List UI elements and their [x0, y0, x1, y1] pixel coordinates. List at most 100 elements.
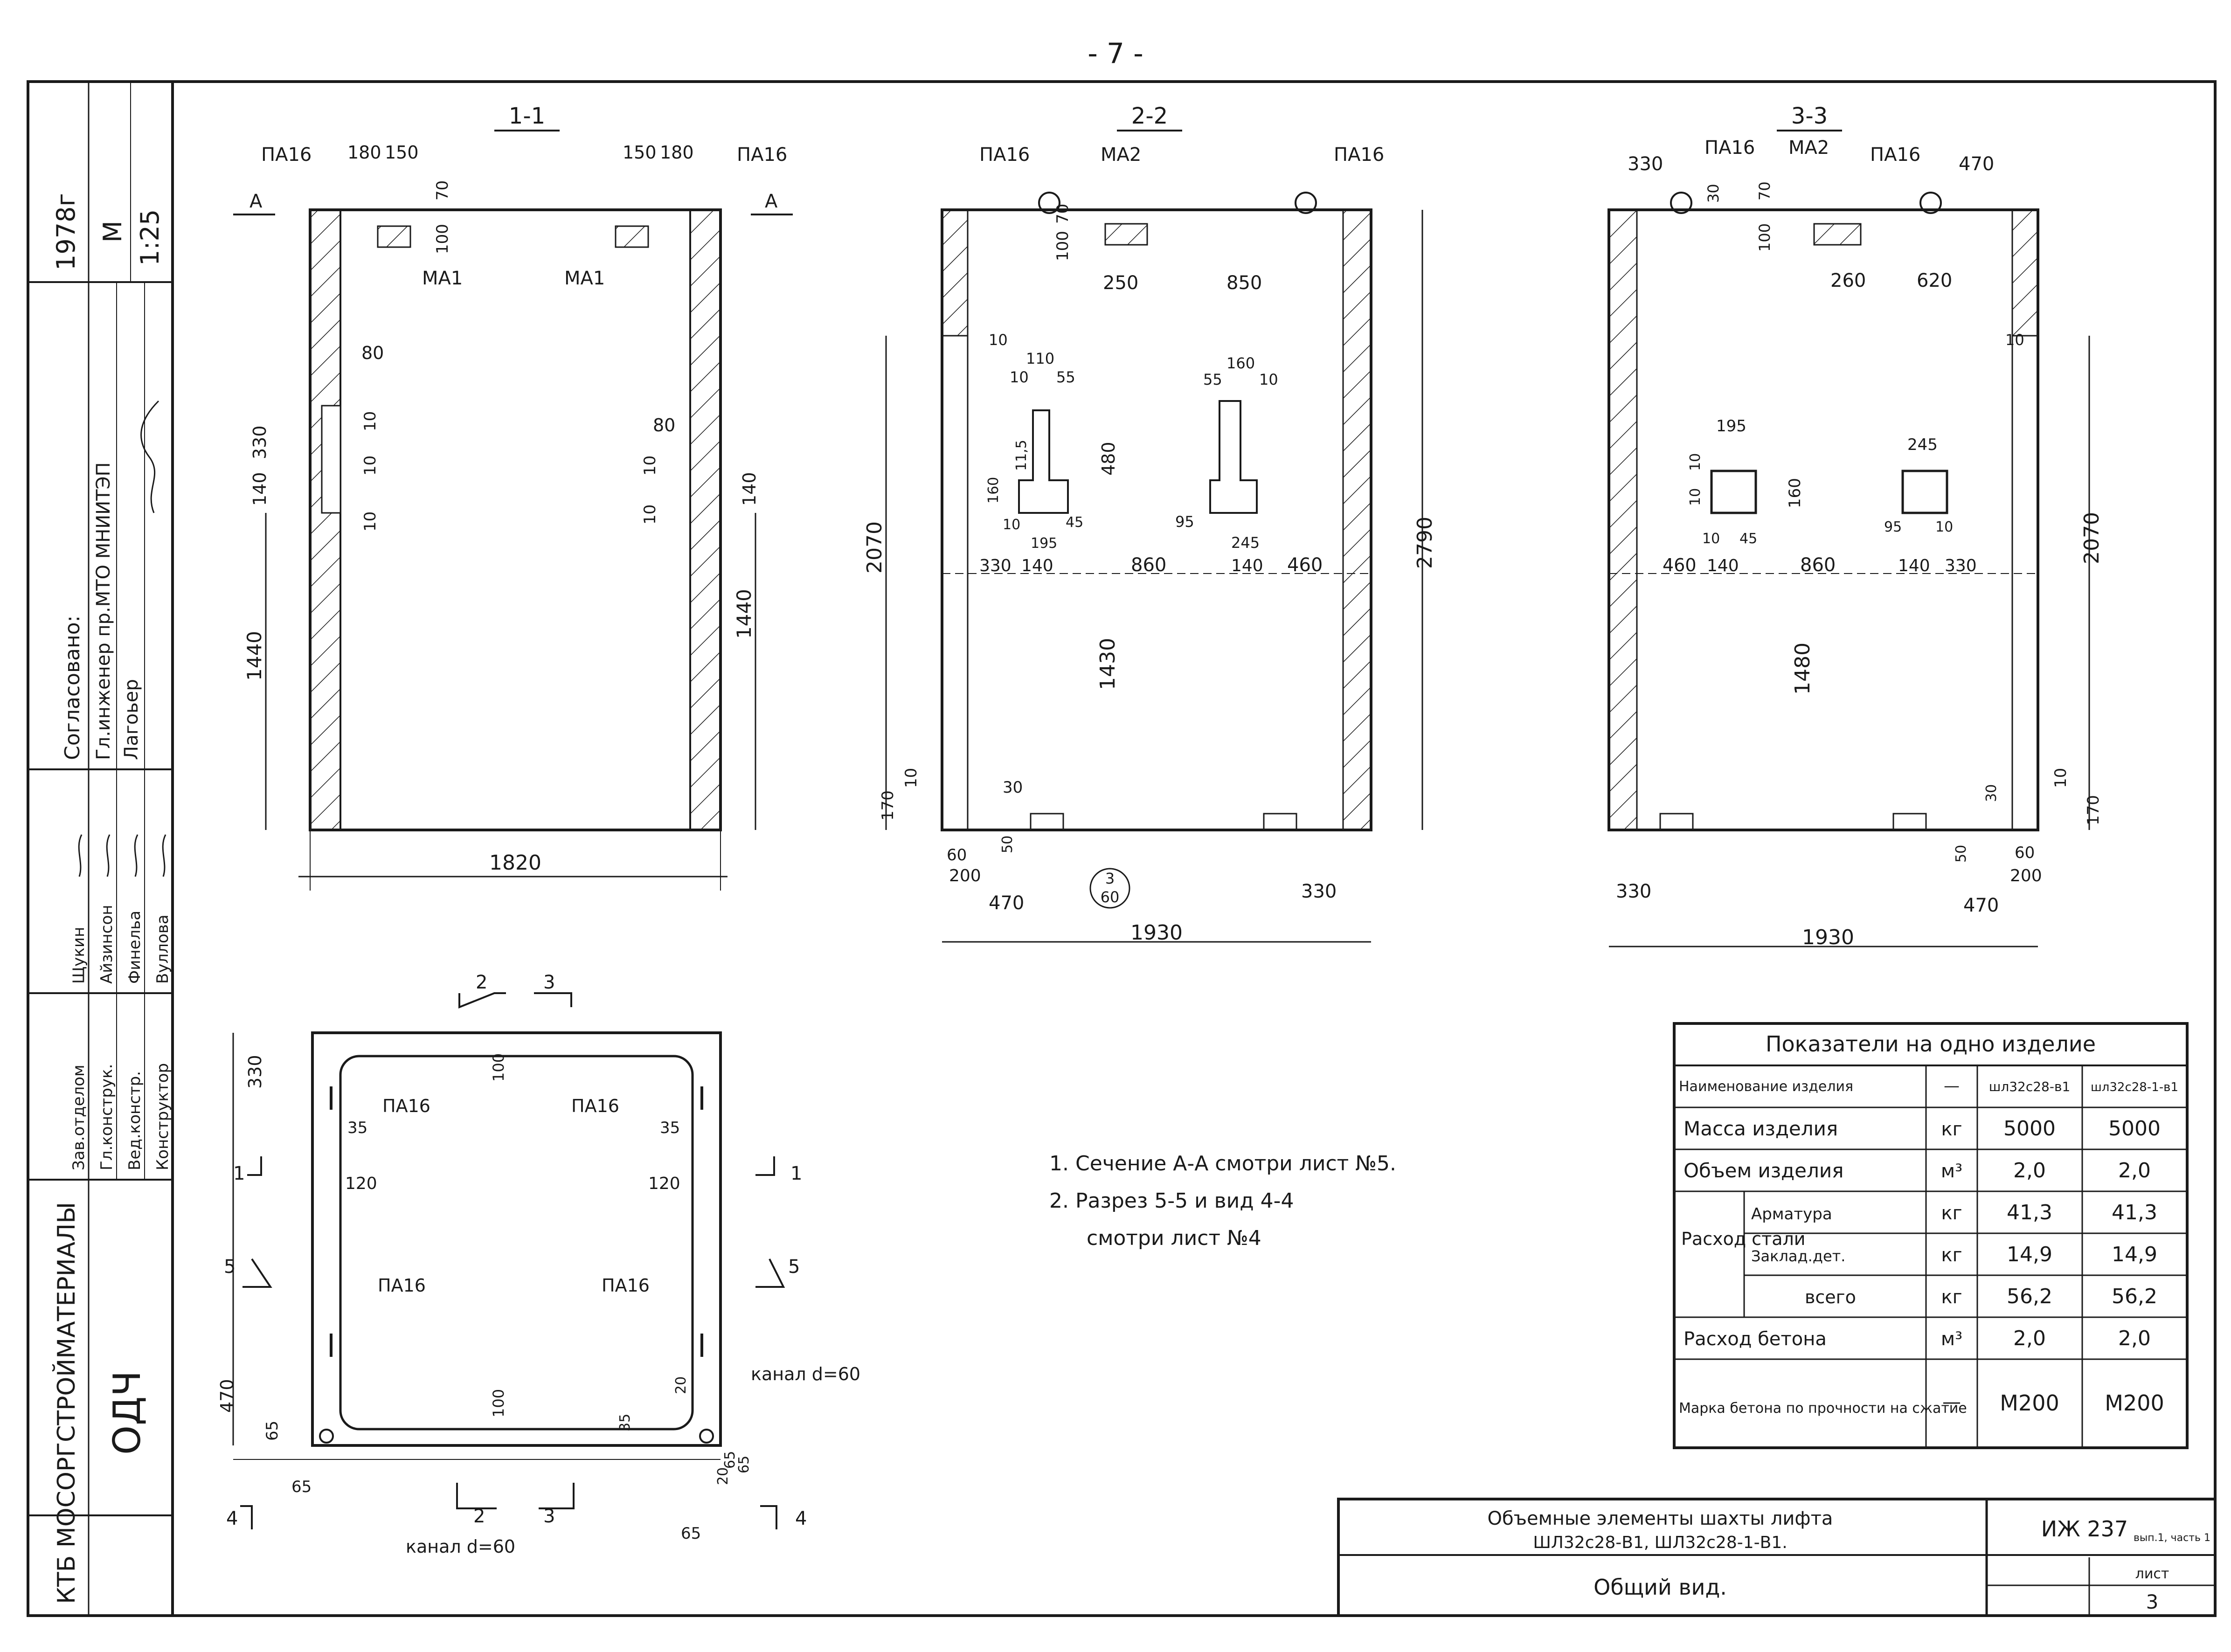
section-2-2-dim-330b: 330 — [1301, 881, 1337, 902]
plan-channel-left — [319, 1429, 334, 1444]
section-3-3-dim-95: 95 — [1884, 519, 1902, 535]
section-1-1-dim-10c: 10 — [361, 511, 380, 532]
plan-pa16-label-4: ПА16 — [602, 1275, 650, 1296]
section-3-3-channel-right — [1892, 813, 1927, 831]
section-2-2-dim-200: 200 — [949, 866, 981, 885]
stamp-role-3: Вед.констр. — [125, 1071, 144, 1170]
section-2-2-dim-330a: 330 — [979, 556, 1012, 575]
section-1-1-dim-80b: 80 — [653, 415, 675, 435]
section-2-2-dim-460: 460 — [1287, 554, 1323, 576]
plan-cut-mark-5-right: 5 — [788, 1256, 800, 1278]
title-sheet-label: лист — [2135, 1566, 2169, 1582]
section-3-3-dim-10a: 10 — [2005, 331, 2024, 349]
row-rebar-unit: кг — [1941, 1203, 1962, 1224]
section-1-1-opening-left — [321, 405, 341, 514]
notes: 1. Сечение А-А смотри лист №5. 2. Разрез… — [1049, 1152, 1396, 1250]
section-2-2-dim-170: 170 — [879, 790, 897, 821]
plan-inner-outline — [339, 1055, 694, 1431]
row-rebar-v2: 41,3 — [2112, 1201, 2157, 1224]
section-2-2-dim-10d: 10 — [1003, 517, 1020, 533]
row-name-label: Наименование изделия — [1679, 1078, 1853, 1095]
plan-pa16-label-2: ПА16 — [571, 1096, 619, 1116]
section-3-3-dim-160: 160 — [1786, 478, 1804, 508]
title-line-1: Объемные элементы шахты лифта — [1488, 1508, 1833, 1529]
section-2-2-dim-250: 250 — [1103, 272, 1138, 294]
section-3-3-dim-140b: 140 — [1898, 556, 1930, 575]
section-3-3-lift-loop-right — [1919, 192, 1942, 214]
section-1-1-dim-150b: 150 — [623, 142, 657, 163]
plan-cut-mark-4-left: 4 — [226, 1508, 238, 1529]
plan-dim-65b: 65 — [736, 1456, 752, 1473]
section-2-2-title: 2-2 — [1131, 103, 1168, 129]
row-volume-label: Объем изделия — [1684, 1159, 1843, 1182]
section-3-3-dim-10b: 10 — [1687, 453, 1704, 471]
section-3-3-dim-330c: 330 — [1616, 881, 1651, 902]
section-2-2-dim-195: 195 — [1031, 535, 1057, 552]
section-3-3-dim-470a: 470 — [1959, 153, 1994, 175]
row-steel-group-label: Расход стали — [1681, 1229, 1805, 1249]
section-1-1-dim-330: 330 — [249, 425, 270, 459]
section-1-1-cut-a-right: А — [765, 191, 778, 212]
note-1: 1. Сечение А-А смотри лист №5. — [1049, 1152, 1396, 1175]
section-2-2-dim-110: 110 — [1026, 350, 1054, 367]
section-2-2-dim-2070: 2070 — [863, 521, 887, 574]
page-number: - 7 - — [1088, 37, 1143, 70]
drawing-frame — [27, 80, 2217, 1617]
section-1-1-dim-150a: 150 — [385, 142, 419, 163]
section-2-2-dim-10a: 10 — [989, 331, 1008, 349]
stamp-role-1: Зав.отделом — [69, 1064, 88, 1170]
indicators-table-title: Показатели на одно изделие — [1766, 1031, 2096, 1057]
stamp-role-2: Гл.конструк. — [97, 1064, 116, 1170]
plan-dim-470: 470 — [217, 1379, 237, 1413]
plan-cut-mark-5-left: 5 — [224, 1256, 236, 1278]
section-3-3-dim-170: 170 — [2084, 795, 2103, 825]
row-concrete-v2: 2,0 — [2118, 1327, 2151, 1350]
plan-dim-330: 330 — [245, 1055, 265, 1089]
section-2-2-dim-1430: 1430 — [1096, 638, 1120, 690]
row-embed-unit: кг — [1941, 1244, 1962, 1266]
section-3-3-dim-460: 460 — [1663, 555, 1697, 575]
section-3-3-pa16-left: ПА16 — [1704, 137, 1755, 159]
title-line-2: ШЛ32с28-В1, ШЛ32с28-1-В1. — [1533, 1533, 1787, 1552]
plan-dim-65a: 65 — [263, 1421, 282, 1441]
section-3-3-dim-245: 245 — [1907, 435, 1938, 454]
plan-cut-mark-1-left: 1 — [233, 1163, 245, 1184]
plan-dim-35c: 35 — [617, 1414, 633, 1431]
section-2-2-bracket-left — [1018, 409, 1069, 514]
indicators-table-outline — [1673, 1022, 2189, 1449]
section-3-3-embed-ma2 — [1813, 223, 1862, 246]
title-code-sub: вып.1, часть 1 — [2134, 1532, 2210, 1544]
note-3: смотри лист №4 — [1087, 1226, 1261, 1250]
section-2-2: 2-2 3 60 ПА16 МА2 ПА16 70 100 250 850 10… — [863, 103, 1437, 945]
plan-cut-mark-4-right: 4 — [795, 1508, 807, 1529]
section-3-3-dim-30b: 30 — [1983, 784, 2000, 802]
section-2-2-dim-30: 30 — [1003, 778, 1023, 797]
section-3-3-dim-1930: 1930 — [1802, 926, 1854, 949]
row-concrete-v1: 2,0 — [2013, 1327, 2046, 1350]
section-1-1-dim-1820: 1820 — [489, 851, 541, 875]
stamp-role-4: Конструктор — [153, 1063, 172, 1170]
plan-cut-mark-1-right: 1 — [790, 1163, 802, 1184]
section-1-1-ma1-right: МА1 — [564, 268, 605, 289]
section-1-1-dim-70: 70 — [433, 180, 452, 200]
row-mass-v1: 5000 — [2003, 1117, 2056, 1141]
plan-dim-120a: 120 — [345, 1174, 377, 1193]
section-3-3-dim-100: 100 — [1756, 223, 1774, 252]
section-3-3-dim-10d: 10 — [1702, 531, 1720, 547]
row-name-v1: шл32с28-в1 — [1989, 1079, 2071, 1094]
stamp-name-4: Вуллова — [153, 914, 172, 984]
section-2-2-pa16-left: ПА16 — [979, 144, 1030, 166]
section-3-3-pa16-right: ПА16 — [1870, 144, 1920, 166]
stamp-signatures — [78, 834, 166, 877]
row-rebar-v1: 41,3 — [2007, 1201, 2052, 1224]
stamp-agreed-signature — [140, 400, 159, 513]
section-2-2-dim-55a: 55 — [1056, 368, 1075, 386]
section-1-1: 1-1 А А ПА16 ПА16 МА1 МА1 180 150 150 18… — [233, 103, 793, 891]
section-1-1-left-wall — [309, 209, 341, 831]
section-3-3-dim-330a: 330 — [1628, 153, 1663, 175]
section-2-2-left-wall-top — [941, 209, 969, 337]
section-1-1-dim-80a: 80 — [361, 343, 384, 363]
row-volume-v2: 2,0 — [2118, 1159, 2151, 1182]
section-1-1-dim-10a: 10 — [361, 411, 380, 431]
plan-pa16-label-3: ПА16 — [378, 1275, 426, 1296]
